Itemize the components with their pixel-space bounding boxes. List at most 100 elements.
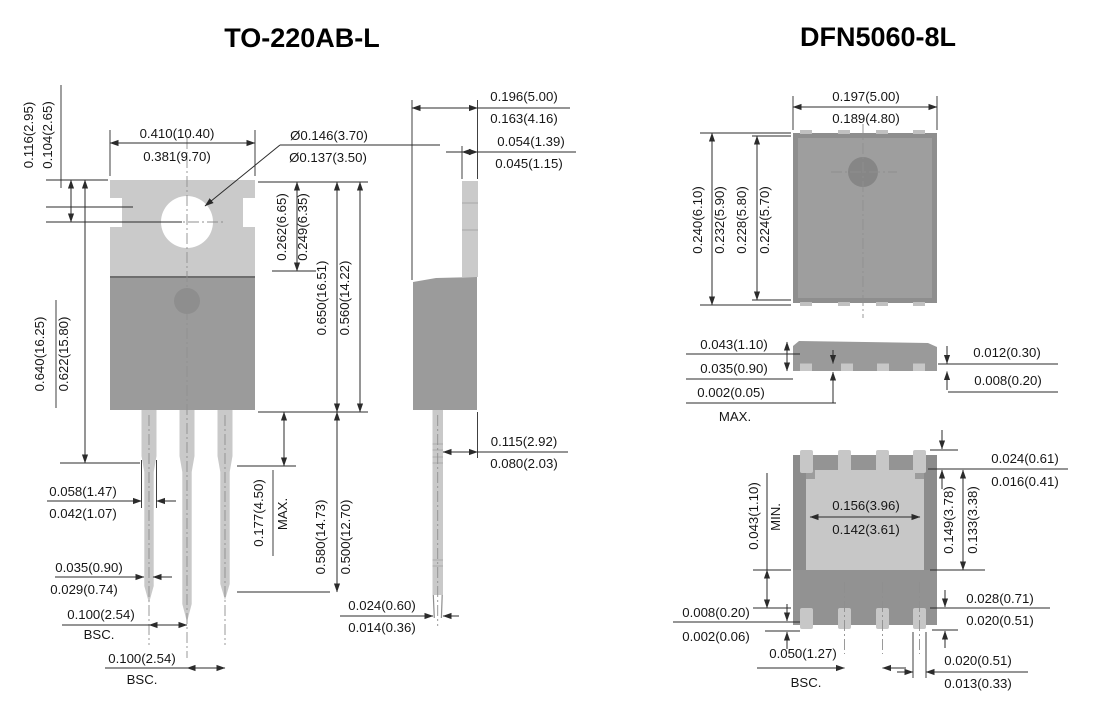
label-dfn-h2: 0.232(5.90) bbox=[712, 186, 727, 253]
to220-side-view bbox=[413, 181, 478, 626]
label-hole-depth-max: 0.262(6.65) bbox=[274, 193, 289, 260]
label-pad-h-min: 0.133(3.38) bbox=[965, 486, 980, 553]
label-dfn-thick-min: 0.035(0.90) bbox=[700, 361, 767, 376]
label-front-width-max: 0.410(10.40) bbox=[140, 126, 215, 141]
label-lead-thick-max: 0.035(0.90) bbox=[55, 560, 122, 575]
dim-pad-height: 0.149(3.78) 0.133(3.38) bbox=[930, 469, 985, 571]
dfn-title: DFN5060-8L bbox=[800, 22, 956, 52]
label-height-max: 0.650(16.51) bbox=[314, 261, 329, 336]
side-body bbox=[413, 277, 477, 410]
label-tip-thick-max: 0.024(0.60) bbox=[348, 598, 415, 613]
dim-hole-diameter: Ø0.146(3.70) Ø0.137(3.50) bbox=[204, 128, 440, 207]
dim-pitch-2: 0.100(2.54) BSC. bbox=[105, 651, 226, 687]
dim-pad-width: 0.156(3.96) 0.142(3.61) bbox=[809, 498, 921, 537]
label-pitch2-bsc: BSC. bbox=[127, 672, 158, 687]
dfn-top-view bbox=[793, 124, 937, 318]
label-tab-offset-max: 0.116(2.95) bbox=[21, 102, 36, 168]
label-dfn-standoff-max: 0.008(0.20) bbox=[682, 605, 749, 620]
dim-terminal-pitch: 0.050(1.27) BSC. bbox=[757, 646, 906, 690]
dim-lead-thickness: 0.035(0.90) 0.029(0.74) bbox=[50, 560, 172, 597]
label-pitch1-bsc: BSC. bbox=[84, 627, 115, 642]
label-dfn-h4: 0.224(5.70) bbox=[757, 186, 772, 253]
label-dfn-pad-max: 0.012(0.30) bbox=[973, 345, 1040, 360]
label-lead-width-min: 0.042(1.07) bbox=[49, 506, 116, 521]
label-tab-thick-max: 0.054(1.39) bbox=[497, 134, 564, 149]
label-shoulder-note: MAX. bbox=[275, 498, 290, 530]
dim-dfn-gap: 0.043(1.10) MIN. bbox=[746, 473, 791, 609]
dim-pitch-1: 0.100(2.54) BSC. bbox=[62, 607, 188, 642]
label-tab-offset-min: 0.104(2.65) bbox=[40, 101, 55, 168]
tab-notch-left bbox=[108, 198, 122, 227]
dim-dfn-width: 0.197(5.00) 0.189(4.80) bbox=[792, 89, 938, 130]
label-body-height-max: 0.640(16.25) bbox=[32, 317, 47, 392]
dim-terminal-width: 0.020(0.51) 0.013(0.33) bbox=[897, 653, 1028, 691]
terminal-pad bbox=[876, 608, 889, 629]
label-dfn-tab-ext-max: 0.024(0.61) bbox=[991, 451, 1058, 466]
label-dfn-width-min: 0.189(4.80) bbox=[832, 111, 899, 126]
lead-tip-edge bbox=[440, 594, 443, 619]
dim-terminal-height: 0.028(0.71) 0.020(0.51) bbox=[930, 590, 1050, 648]
label-pad-w-min: 0.142(3.61) bbox=[832, 522, 899, 537]
label-tip-thick-min: 0.014(0.36) bbox=[348, 620, 415, 635]
dim-shoulder: 0.177(4.50) MAX. bbox=[237, 411, 296, 556]
label-lead-len-max: 0.580(14.73) bbox=[313, 500, 328, 575]
label-term-h-min: 0.020(0.51) bbox=[966, 613, 1033, 628]
dim-body-height: 0.640(16.25) 0.622(15.80) bbox=[32, 179, 140, 464]
exposed-pad bbox=[806, 470, 924, 570]
label-dfn-gap: 0.043(1.10) bbox=[746, 482, 761, 549]
label-dfn-pitch: 0.050(1.27) bbox=[769, 646, 836, 661]
label-dfn-thick-max: 0.043(1.10) bbox=[700, 337, 767, 352]
label-depth-min: 0.163(4.16) bbox=[490, 111, 557, 126]
label-dfn-standoff-note: MAX. bbox=[719, 409, 751, 424]
label-dfn-h3: 0.228(5.80) bbox=[734, 186, 749, 253]
label-dfn-standoff: 0.002(0.05) bbox=[697, 385, 764, 400]
dim-lead-offset: 0.115(2.92) 0.080(2.03) bbox=[442, 412, 568, 471]
dim-front-height: 0.650(16.51) 0.560(14.22) bbox=[258, 181, 368, 413]
label-pad-w-max: 0.156(3.96) bbox=[832, 498, 899, 513]
dim-dfn-standoff: 0.008(0.20) 0.002(0.06) bbox=[673, 604, 800, 649]
label-term-w-max: 0.020(0.51) bbox=[944, 653, 1011, 668]
dim-dfn-tab-ext: 0.024(0.61) 0.016(0.41) bbox=[928, 430, 1068, 489]
label-lead-offset-min: 0.080(2.03) bbox=[490, 456, 557, 471]
label-dfn-h1: 0.240(6.10) bbox=[690, 186, 705, 253]
label-pad-h-max: 0.149(3.78) bbox=[941, 486, 956, 553]
label-term-w-min: 0.013(0.33) bbox=[944, 676, 1011, 691]
label-pitch1: 0.100(2.54) bbox=[67, 607, 134, 622]
dim-side-depth: 0.196(5.00) 0.163(4.16) bbox=[411, 89, 570, 280]
dim-tab-thickness: 0.054(1.39) 0.045(1.15) bbox=[446, 134, 576, 179]
dfn-side-view bbox=[793, 341, 937, 371]
label-lead-thick-min: 0.029(0.74) bbox=[50, 582, 117, 597]
lead-2 bbox=[179, 410, 195, 622]
label-dfn-width-max: 0.197(5.00) bbox=[832, 89, 899, 104]
label-body-height-min: 0.622(15.80) bbox=[56, 317, 71, 392]
label-pitch2: 0.100(2.54) bbox=[108, 651, 175, 666]
terminal-pad bbox=[913, 608, 926, 629]
side-lead bbox=[432, 410, 443, 595]
label-dfn-standoff-min: 0.002(0.06) bbox=[682, 629, 749, 644]
label-dfn-gap-note: MIN. bbox=[768, 503, 783, 531]
dim-front-tab-offset: 0.116(2.95) 0.104(2.65) bbox=[21, 85, 182, 223]
dim-lead-length: 0.580(14.73) 0.500(12.70) bbox=[237, 411, 353, 593]
label-shoulder-max: 0.177(4.50) bbox=[251, 479, 266, 546]
label-dfn-pad-min: 0.008(0.20) bbox=[974, 373, 1041, 388]
dim-dfn-pad-thickness: 0.012(0.30) 0.008(0.20) bbox=[938, 345, 1058, 393]
dim-dfn-height: 0.240(6.10) 0.232(5.90) 0.228(5.80) 0.22… bbox=[690, 132, 791, 306]
label-term-h-max: 0.028(0.71) bbox=[966, 591, 1033, 606]
label-dfn-tab-ext-min: 0.016(0.41) bbox=[991, 474, 1058, 489]
label-lead-width-max: 0.058(1.47) bbox=[49, 484, 116, 499]
dim-front-width: 0.410(10.40) 0.381(9.70) bbox=[109, 126, 256, 176]
label-lead-offset-max: 0.115(2.92) bbox=[491, 434, 557, 449]
label-lead-len-min: 0.500(12.70) bbox=[338, 500, 353, 575]
label-hole-depth-min: 0.249(6.35) bbox=[295, 193, 310, 260]
terminal-pad bbox=[800, 608, 813, 629]
lead-tip-edge bbox=[432, 594, 435, 619]
tab-notch-right bbox=[243, 198, 257, 227]
label-hole-dia-min: Ø0.137(3.50) bbox=[289, 150, 367, 165]
side-tab bbox=[462, 181, 478, 277]
dim-hole-depth: 0.262(6.65) 0.249(6.35) bbox=[258, 181, 368, 272]
terminal-pad bbox=[838, 608, 851, 629]
to220-title: TO-220AB-L bbox=[224, 23, 380, 53]
label-depth-max: 0.196(5.00) bbox=[490, 89, 557, 104]
